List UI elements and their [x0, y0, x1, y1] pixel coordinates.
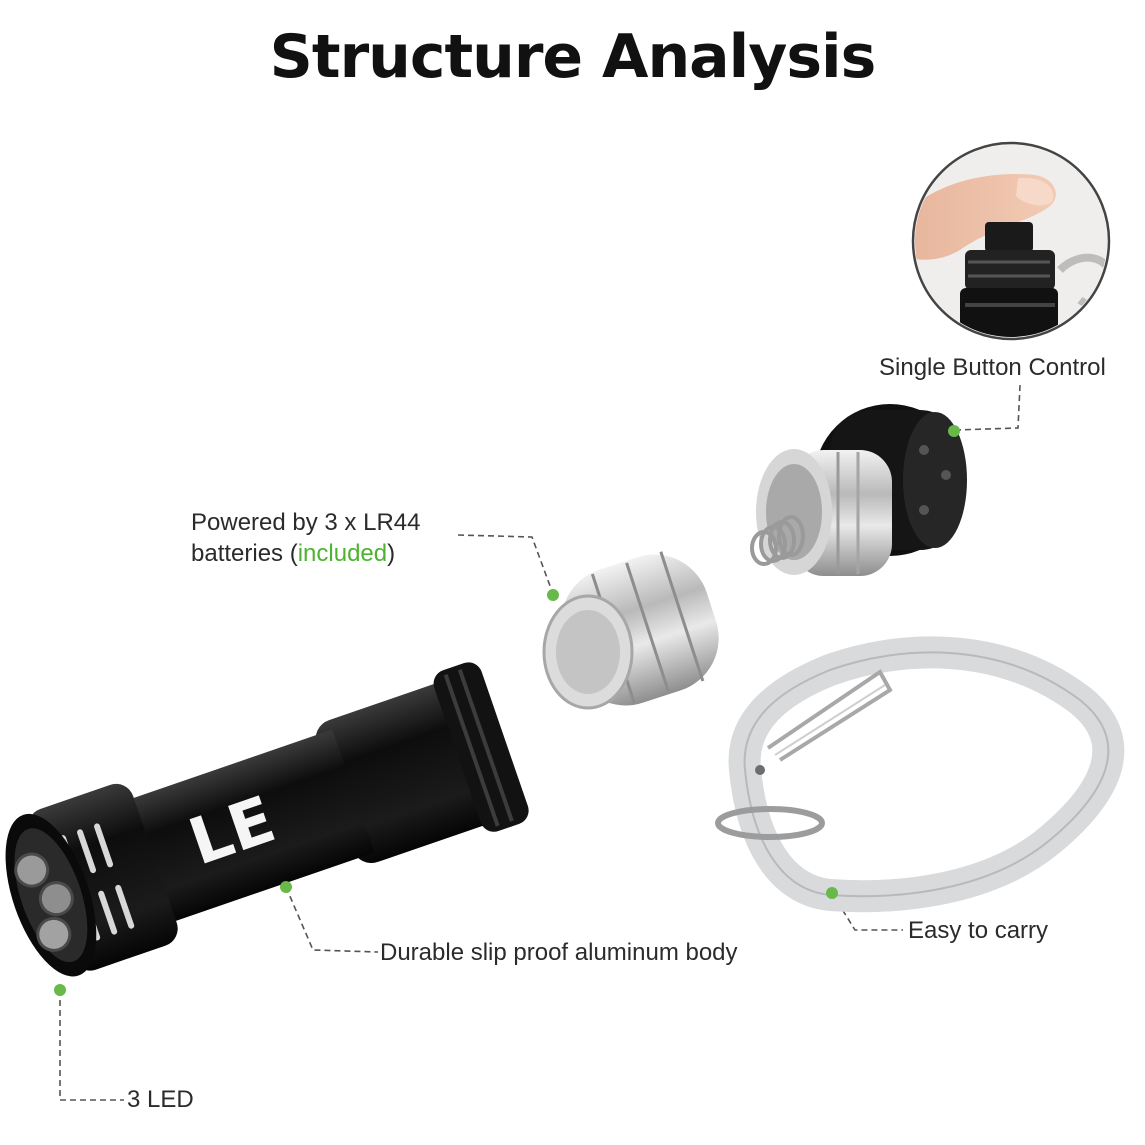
button-cap-assembly [750, 404, 967, 576]
flashlight-body: LE [5, 662, 529, 996]
page-title: Structure Analysis [269, 22, 877, 92]
callout-easy-to-carry: Easy to carry [908, 917, 1049, 944]
green-dot-icon [826, 887, 838, 899]
green-dot-icon [54, 984, 66, 996]
callout-batteries-line1: Powered by 3 x LR44 [191, 509, 421, 536]
callout-3-led: 3 LED [127, 1086, 194, 1113]
lr44-battery-stack [542, 551, 719, 710]
button-closeup-inset [911, 141, 1111, 341]
green-dot-icon [547, 589, 559, 601]
included-highlight: included [297, 540, 388, 567]
callout-batteries-line2: batteries (included) [191, 540, 396, 567]
carabiner-clip [715, 636, 1125, 913]
callout-single-button-control: Single Button Control [879, 354, 1106, 381]
callout-batteries: Powered by 3 x LR44 batteries (included) [191, 507, 420, 569]
callout-aluminum-body: Durable slip proof aluminum body [380, 939, 738, 966]
green-dot-icon [280, 881, 292, 893]
green-dot-icon [948, 425, 960, 437]
